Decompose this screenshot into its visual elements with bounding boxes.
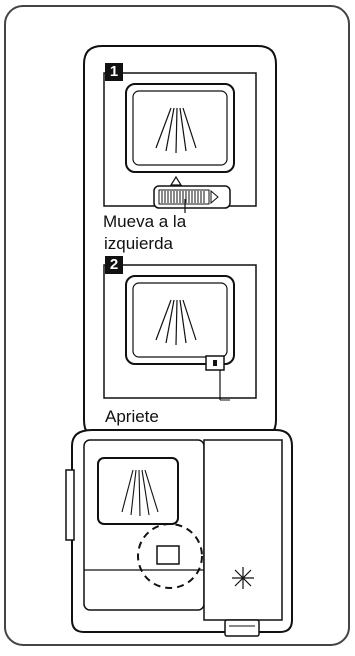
dispenser-right-panel: [203, 439, 283, 621]
step2-window-outer: [125, 275, 235, 365]
step1-window-inner: [132, 90, 228, 166]
step-1-caption-line1: Mueva a la: [103, 212, 187, 231]
dispenser-left-ledge: [65, 469, 75, 541]
sparkle-icon: [232, 567, 254, 589]
step-2-caption: Apriete: [105, 407, 159, 426]
up-arrow-icon: [169, 175, 183, 186]
step1-window-outer: [125, 83, 235, 173]
step-1-caption-line2: izquierda: [104, 234, 173, 253]
spray-lines-icon: [155, 299, 197, 346]
dispenser-latch: [224, 619, 260, 637]
push-button-dot: [213, 360, 217, 366]
spray-lines-icon: [121, 469, 159, 517]
release-lever-icon: [153, 185, 231, 209]
step-2-number: 2: [105, 256, 123, 274]
dispenser-button: [156, 545, 180, 565]
step2-window-inner: [132, 282, 228, 358]
dispenser-window: [97, 457, 179, 525]
step-1-number: 1: [105, 63, 123, 81]
spray-lines-icon: [155, 107, 197, 154]
highlight-circle: [137, 523, 203, 589]
step2-frame: [103, 264, 257, 399]
